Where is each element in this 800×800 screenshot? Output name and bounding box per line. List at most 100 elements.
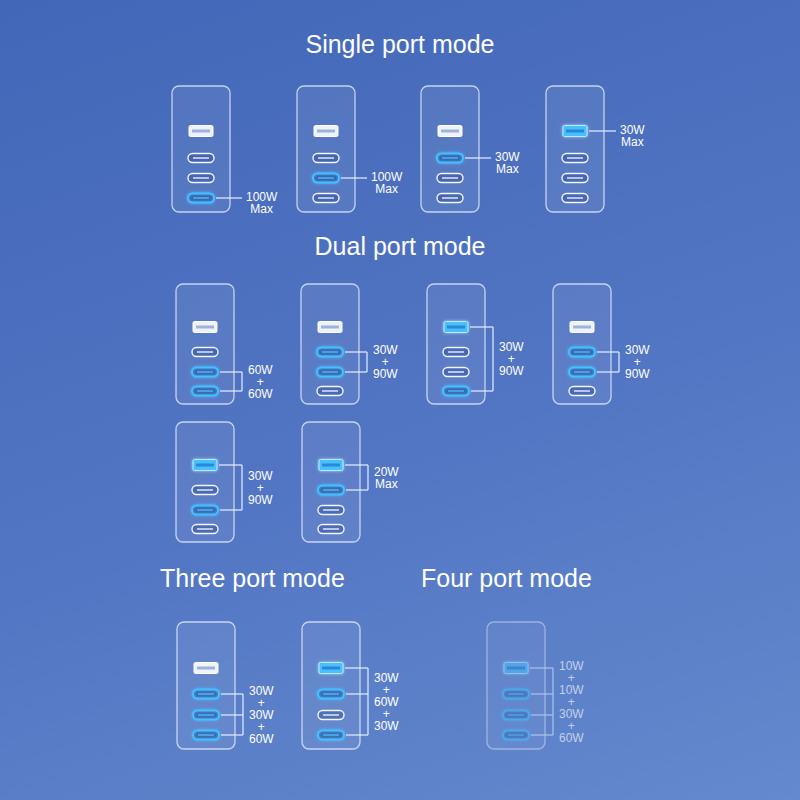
charger xyxy=(176,284,242,404)
usb-a-port xyxy=(189,126,213,137)
usb-c-port xyxy=(313,154,339,163)
usb-c-port xyxy=(318,486,344,495)
charger-body xyxy=(176,422,234,542)
leader-line xyxy=(216,197,242,198)
charger xyxy=(177,622,243,749)
power-label: 30W + 90W xyxy=(373,344,398,380)
leader-line xyxy=(589,130,616,131)
usb-a-port xyxy=(194,663,218,674)
usb-c-tongue xyxy=(508,693,524,694)
usb-c-port xyxy=(569,368,595,377)
usb-c-tongue xyxy=(318,157,334,158)
bracket-line xyxy=(618,352,619,372)
charger-body xyxy=(301,284,359,404)
usb-c-tongue xyxy=(193,197,209,198)
power-label: 20W Max xyxy=(374,466,399,490)
usb-a-port xyxy=(570,322,594,333)
power-label: 100W Max xyxy=(246,191,277,215)
charger-body xyxy=(421,86,479,212)
usb-c-port xyxy=(443,368,469,377)
usb-c-tongue xyxy=(197,509,213,510)
usb-c-port xyxy=(569,348,595,357)
usb-c-port xyxy=(192,368,218,377)
charger-body xyxy=(176,284,234,404)
usb-c-port xyxy=(192,486,218,495)
charger-body xyxy=(546,86,604,212)
usb-c-port xyxy=(503,711,529,720)
charger-body xyxy=(297,86,355,212)
usb-a-port xyxy=(318,322,342,333)
bracket-line xyxy=(597,351,619,352)
bracket-line xyxy=(492,327,493,391)
bracket-line xyxy=(531,714,553,715)
usb-c-tongue xyxy=(197,371,213,372)
usb-a-slot xyxy=(321,326,339,329)
section-heading: Single port mode xyxy=(305,29,494,59)
bracket-line xyxy=(367,465,368,490)
usb-c-tongue xyxy=(193,177,209,178)
usb-c-tongue xyxy=(198,693,214,694)
bracket-line xyxy=(219,464,242,465)
usb-c-tongue xyxy=(322,351,338,352)
usb-c-tongue xyxy=(508,714,524,715)
charger xyxy=(297,86,367,212)
usb-c-tongue xyxy=(574,351,590,352)
usb-c-tongue xyxy=(197,390,213,391)
usb-a-slot xyxy=(197,667,215,670)
bracket-line xyxy=(531,693,553,694)
usb-c-tongue xyxy=(567,177,583,178)
usb-c-port xyxy=(443,348,469,357)
leader-line xyxy=(465,157,491,158)
usb-c-tongue xyxy=(574,371,590,372)
usb-c-port xyxy=(562,154,588,163)
leader-line xyxy=(341,177,367,178)
usb-c-port xyxy=(437,154,463,163)
bracket-line xyxy=(241,465,242,510)
usb-c-port xyxy=(188,194,214,203)
usb-c-tongue xyxy=(323,509,339,510)
power-label: 30W Max xyxy=(495,151,520,175)
usb-c-port xyxy=(562,174,588,183)
charger-body xyxy=(302,622,360,749)
charger xyxy=(301,284,367,404)
section-heading: Three port mode xyxy=(160,563,345,593)
usb-a-port xyxy=(319,460,343,471)
usb-a-port xyxy=(193,460,217,471)
charger xyxy=(302,622,368,749)
bracket-line xyxy=(345,371,367,372)
usb-c-tongue xyxy=(197,528,213,529)
usb-c-tongue xyxy=(574,390,590,391)
charger xyxy=(487,622,553,749)
bracket-line xyxy=(531,734,553,735)
charger xyxy=(421,86,491,212)
bracket-line xyxy=(470,326,493,327)
usb-c-tongue xyxy=(322,390,338,391)
power-label: 30W + 60W + 30W xyxy=(374,672,399,732)
usb-c-tongue xyxy=(508,734,524,735)
bracket-line xyxy=(220,509,242,510)
charger-body xyxy=(427,284,485,404)
usb-c-port xyxy=(317,387,343,396)
bracket-line xyxy=(221,693,243,694)
usb-a-slot xyxy=(573,326,591,329)
usb-c-port xyxy=(313,194,339,203)
power-label: 30W + 30W + 60W xyxy=(249,685,274,745)
usb-c-port xyxy=(317,368,343,377)
usb-c-tongue xyxy=(323,693,339,694)
usb-c-port xyxy=(443,387,469,396)
bracket-line xyxy=(221,734,243,735)
usb-a-port xyxy=(504,663,528,674)
usb-c-port xyxy=(317,348,343,357)
charger-body xyxy=(177,622,235,749)
usb-c-port xyxy=(192,506,218,515)
usb-c-tongue xyxy=(448,371,464,372)
power-label: 30W Max xyxy=(620,124,645,148)
usb-a-slot xyxy=(196,464,214,467)
usb-c-tongue xyxy=(197,351,213,352)
usb-c-port xyxy=(193,711,219,720)
usb-c-port xyxy=(192,387,218,396)
power-label: 60W + 60W xyxy=(248,364,273,400)
usb-c-tongue xyxy=(442,177,458,178)
usb-c-tongue xyxy=(442,157,458,158)
